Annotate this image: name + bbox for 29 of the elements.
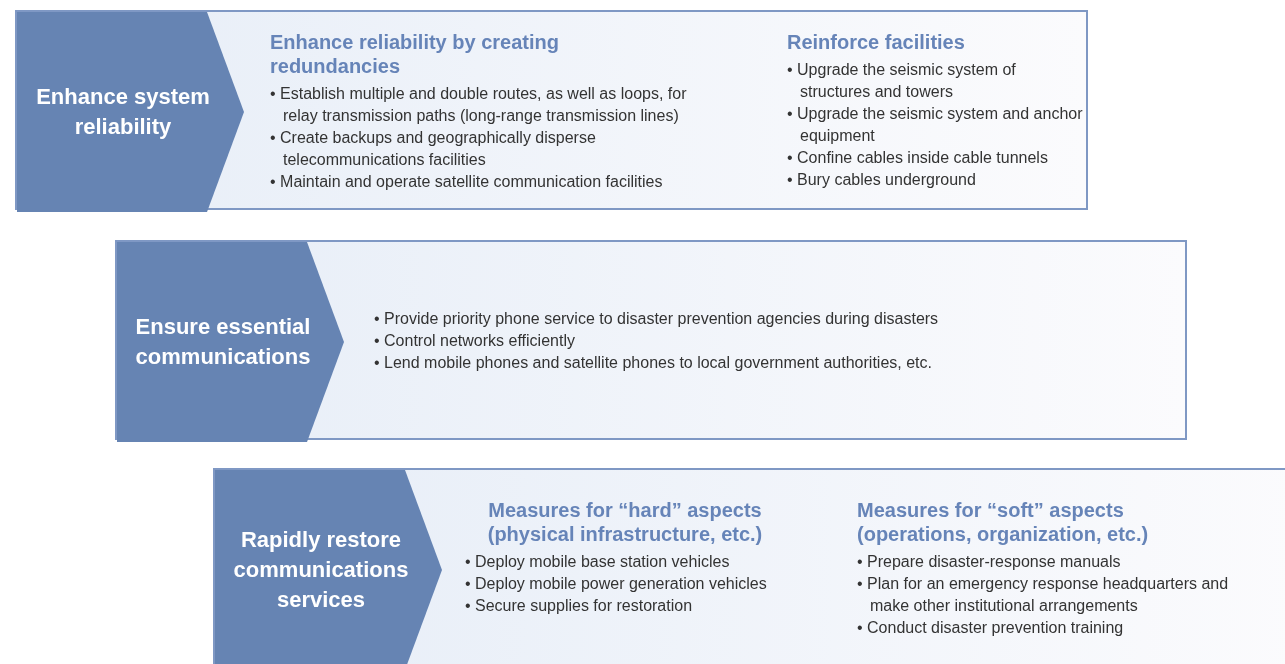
bullet-item: • Deploy mobile power generation vehicles — [465, 574, 768, 594]
bullet-item: • Lend mobile phones and satellite phones to local government authorities, etc. — [374, 353, 933, 373]
chevron-banner — [215, 470, 443, 664]
section-heading: Measures for “hard” aspects (physical infrastructure, etc.) — [486, 498, 764, 546]
section-heading: Reinforce facilities — [787, 30, 966, 54]
panel-card — [213, 468, 1285, 664]
bullet-item: • Conduct disaster prevention training — [857, 618, 1125, 638]
bullet-item: • Upgrade the seismic system of structures and towers — [787, 60, 1017, 102]
bullet-item: • Prepare disaster-response manuals — [857, 552, 1122, 572]
bullet-item: • Upgrade the seismic system and anchor equipment — [787, 104, 1084, 146]
bullet-item: • Plan for an emergency response headquarters and make other institutional arrangements — [857, 574, 1230, 616]
bullet-item: • Bury cables underground — [787, 170, 977, 190]
bullet-item: • Secure supplies for restoration — [465, 596, 694, 616]
bullet-item: • Deploy mobile base station vehicles — [465, 552, 731, 572]
bullet-item: • Establish multiple and double routes, as well as loops, for relay transmission paths (long-range transmission lines) — [270, 84, 688, 126]
chevron-banner — [117, 242, 345, 442]
banner-title: Enhance system reliability — [35, 83, 211, 141]
bullet-item: • Maintain and operate satellite communication facilities — [270, 172, 664, 192]
bullet-item: • Control networks efficiently — [374, 331, 576, 351]
bullet-item: • Create backups and geographically disperse telecommunications facilities — [270, 128, 597, 170]
bullet-item: • Provide priority phone service to disaster prevention agencies during disasters — [374, 309, 940, 329]
chevron-banner — [17, 12, 245, 212]
section-heading: Measures for “soft” aspects (operations, organization, etc.) — [857, 498, 1150, 546]
panel-card — [15, 10, 1088, 210]
banner-title: Ensure essential communications — [134, 313, 312, 371]
panel-card — [115, 240, 1187, 440]
bullet-item: • Confine cables inside cable tunnels — [787, 148, 1049, 168]
section-heading: Enhance reliability by creating redundancies — [270, 30, 560, 78]
banner-title: Rapidly restore communications services — [232, 526, 410, 614]
